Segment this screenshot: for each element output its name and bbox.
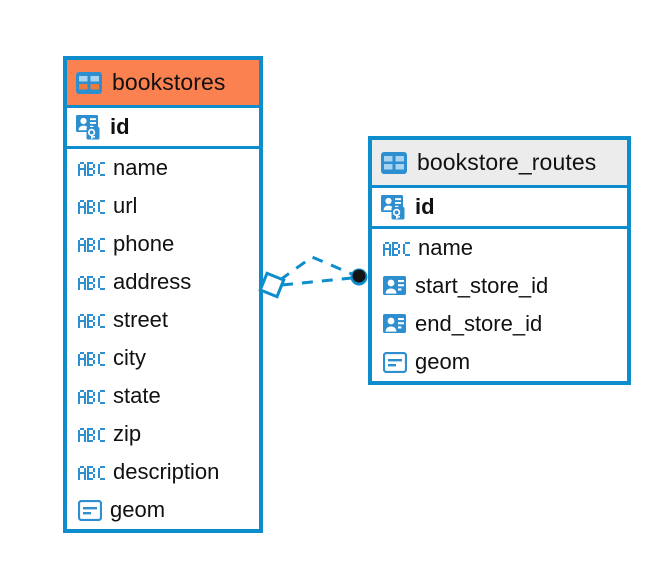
- primary-key-icon: [76, 115, 100, 140]
- table-row-primary-key[interactable]: id: [67, 105, 259, 149]
- abc-text-icon: [78, 237, 105, 252]
- field-label: name: [418, 235, 474, 260]
- field-label: name: [113, 155, 169, 180]
- table-row[interactable]: geom: [372, 343, 627, 381]
- field-label: url: [113, 193, 138, 218]
- field-label: id: [415, 194, 435, 219]
- table-row-primary-key[interactable]: id: [372, 185, 627, 229]
- table-row[interactable]: street: [67, 301, 259, 339]
- foreign-key-icon: [383, 314, 406, 333]
- geometry-icon: [383, 351, 407, 373]
- geometry-icon: [78, 499, 102, 521]
- field-label: end_store_id: [415, 311, 543, 336]
- field-label: phone: [113, 231, 175, 256]
- table-row[interactable]: zip: [67, 415, 259, 453]
- table-row[interactable]: phone: [67, 225, 259, 263]
- er-table-bookstores[interactable]: bookstores id: [63, 56, 263, 533]
- table-fields-bookstore-routes: name start_store_id end_store_: [372, 229, 627, 381]
- table-row[interactable]: state: [67, 377, 259, 415]
- table-title: bookstore_routes: [417, 149, 597, 175]
- field-label: city: [113, 345, 146, 370]
- table-header-bookstores[interactable]: bookstores: [67, 60, 259, 105]
- table-row[interactable]: start_store_id: [372, 267, 627, 305]
- table-row[interactable]: url: [67, 187, 259, 225]
- er-table-bookstore-routes[interactable]: bookstore_routes id: [368, 136, 631, 385]
- foreign-key-icon: [383, 276, 406, 295]
- field-label: geom: [110, 497, 166, 522]
- many-diamond-marker: [258, 271, 286, 299]
- field-label: address: [113, 269, 192, 294]
- abc-text-icon: [78, 161, 105, 176]
- abc-text-icon: [78, 427, 105, 442]
- relationship-line-start-store-id: [281, 276, 353, 287]
- table-fields-bookstores: name url: [67, 149, 259, 529]
- table-header-bookstore-routes[interactable]: bookstore_routes: [372, 140, 627, 185]
- field-label: state: [113, 383, 161, 408]
- primary-key-icon: [381, 195, 405, 220]
- field-label: street: [113, 307, 169, 332]
- table-title: bookstores: [112, 69, 226, 95]
- table-icon: [381, 151, 407, 174]
- table-row[interactable]: name: [67, 149, 259, 187]
- abc-text-icon: [78, 389, 105, 404]
- abc-text-icon: [78, 313, 105, 328]
- abc-text-icon: [78, 465, 105, 480]
- table-icon: [76, 71, 102, 94]
- table-row[interactable]: end_store_id: [372, 305, 627, 343]
- abc-text-icon: [78, 351, 105, 366]
- table-row[interactable]: address: [67, 263, 259, 301]
- field-label: description: [113, 459, 220, 484]
- abc-text-icon: [383, 241, 410, 256]
- table-row[interactable]: geom: [67, 491, 259, 529]
- relationship-line-end-store-id: [279, 255, 353, 282]
- field-label: start_store_id: [415, 273, 549, 298]
- field-label: geom: [415, 349, 471, 374]
- abc-text-icon: [78, 199, 105, 214]
- table-row[interactable]: city: [67, 339, 259, 377]
- table-row[interactable]: description: [67, 453, 259, 491]
- one-filled-circle-marker: [350, 268, 368, 286]
- field-label: id: [110, 114, 130, 139]
- table-row[interactable]: name: [372, 229, 627, 267]
- abc-text-icon: [78, 275, 105, 290]
- field-label: zip: [113, 421, 142, 446]
